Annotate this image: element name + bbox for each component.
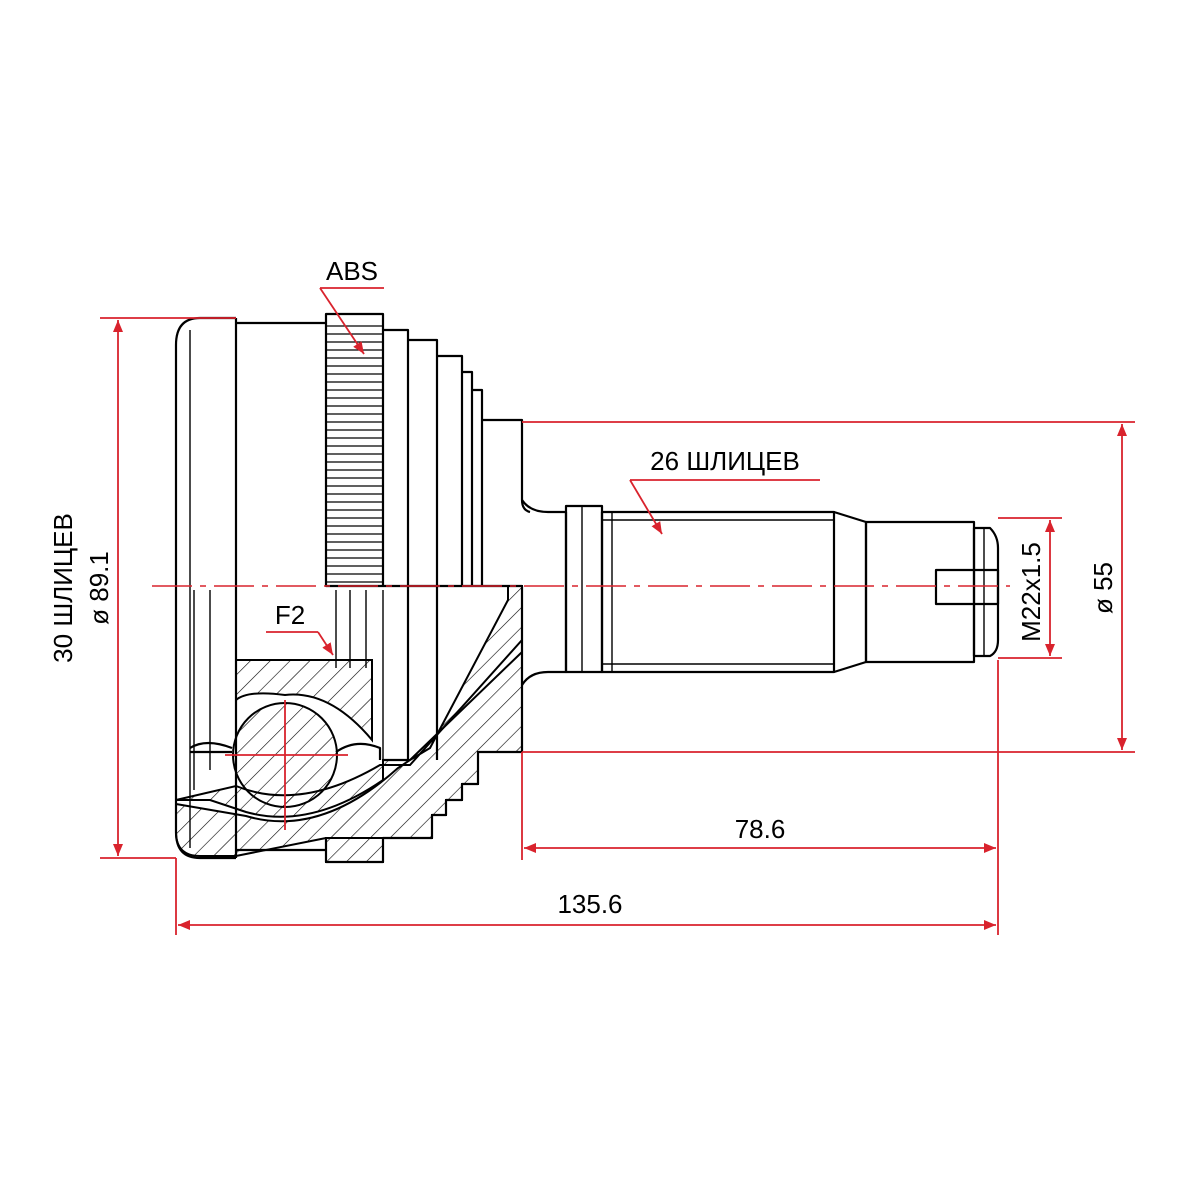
label-spline-inner: 30 ШЛИЦЕВ: [48, 513, 78, 663]
hatched-section: [175, 585, 524, 864]
label-shaft-diameter: ø 55: [1088, 562, 1118, 614]
dim-shaft-diameter: [522, 421, 1135, 753]
stub-shaft: [521, 499, 1000, 686]
dim-housing-diameter: [100, 317, 236, 859]
abs-ring: [324, 312, 385, 588]
dim-total-length: [175, 858, 996, 935]
dim-shaft-length: [521, 660, 999, 935]
label-housing-diameter: ø 89.1: [84, 551, 114, 625]
label-f2: F2: [275, 600, 305, 630]
label-spline-outer: 26 ШЛИЦЕВ: [650, 446, 800, 476]
dim-thread: [998, 517, 1062, 659]
label-abs: ABS: [326, 256, 378, 286]
callout-abs: [319, 287, 384, 355]
callout-f2: [266, 631, 334, 656]
outer-housing: [174, 316, 326, 860]
label-shaft-length: 78.6: [735, 814, 786, 844]
label-thread: M22x1.5: [1016, 542, 1046, 642]
label-total-length: 135.6: [557, 889, 622, 919]
callout-spline-outer: [629, 479, 820, 535]
centerlines: [152, 585, 1010, 830]
